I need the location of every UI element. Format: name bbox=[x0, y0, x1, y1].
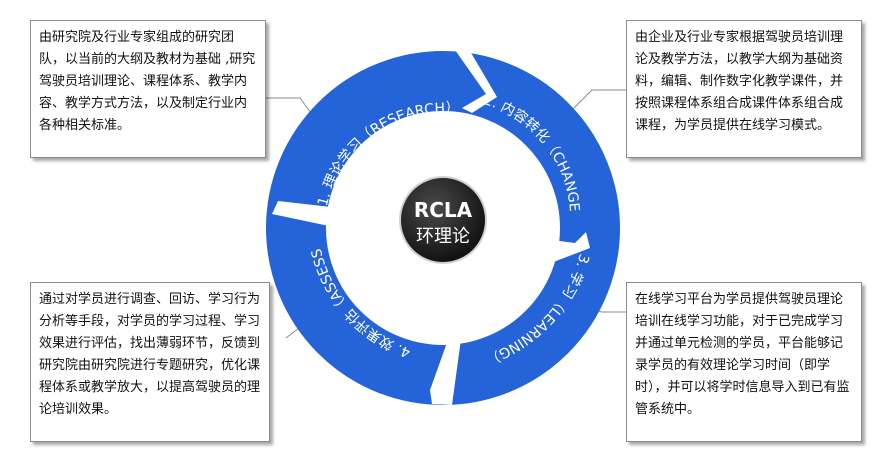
center-title: RCLA bbox=[414, 198, 473, 222]
callout-learning: 在线学习平台为学员提供驾驶员理论培训在线学习功能，对于已完成学习并通过单元检测的… bbox=[626, 282, 862, 442]
arrow-top bbox=[455, 50, 497, 113]
callout-assess: 通过对学员进行调查、回访、学习行为分析等手段，对学员的学习过程、学习效果进行评估… bbox=[30, 282, 270, 442]
callout-research: 由研究院及行业专家组成的研究团队，以当前的大纲及教材为基础 ,研究驾驶员培训理论… bbox=[30, 20, 266, 158]
center-subtitle: 环理论 bbox=[416, 226, 470, 247]
segment-arrows bbox=[272, 50, 590, 405]
arrow-right bbox=[530, 232, 590, 266]
arrow-bottom bbox=[430, 337, 461, 405]
center-circle bbox=[399, 176, 487, 264]
arrow-left bbox=[272, 201, 336, 226]
callout-change: 由企业及行业专家根据驾驶员培训理论及教学方法，以教学大纲为基础资料，编辑、制作数… bbox=[626, 20, 862, 158]
